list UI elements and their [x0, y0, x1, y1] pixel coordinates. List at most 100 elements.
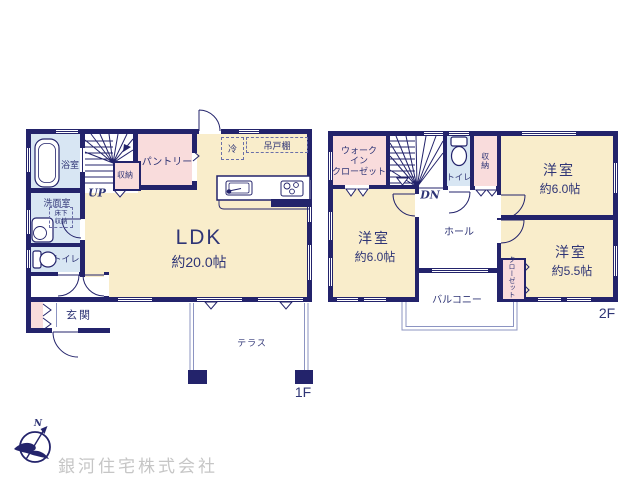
window: [522, 132, 576, 135]
wall: [31, 243, 85, 247]
window-sliding-door: [258, 298, 303, 301]
door-opening: [448, 186, 470, 190]
terrace-post: [188, 370, 207, 384]
window: [56, 130, 78, 133]
bedroom-se-size: 約5.5帖: [551, 264, 593, 279]
bedroom-se-label: 洋室: [555, 243, 587, 260]
dn-label: DN: [420, 188, 440, 202]
window: [424, 132, 443, 135]
fridge-box: 冷: [221, 137, 244, 160]
stairs-1f-arrow: [123, 144, 131, 152]
window: [567, 298, 591, 301]
toilet-2f-label: トイレ: [446, 172, 472, 183]
door-opening: [345, 185, 369, 189]
ldk-door-arc: [82, 274, 105, 297]
door-opening: [52, 328, 78, 333]
door-opening: [58, 272, 79, 276]
entrance-closet-chevrons: [42, 303, 52, 331]
window: [27, 148, 30, 172]
pantry-label: パントリー: [141, 157, 193, 169]
window: [329, 258, 332, 286]
room-ldk-strip: [138, 190, 197, 193]
door-opening: [497, 195, 501, 218]
wall: [138, 185, 197, 190]
balcony-label: バルコニー: [432, 295, 482, 307]
window: [329, 152, 332, 180]
stairs-1f-fan: [84, 133, 134, 164]
wall: [26, 297, 108, 302]
stairs-2f-fan: [389, 135, 444, 188]
bathroom-label: 浴室: [60, 159, 80, 170]
bedroom-ne-label: 洋室: [543, 161, 575, 178]
compass-n-label: N: [33, 418, 43, 429]
wall: [80, 129, 85, 277]
storage-2f-label: 収納: [480, 152, 490, 170]
door-opening: [475, 186, 496, 190]
wic-line3: クローゼット: [331, 166, 387, 177]
wall: [328, 185, 419, 189]
hall-window: [432, 269, 488, 272]
window: [614, 246, 617, 276]
window: [364, 298, 386, 301]
toilet-2f-door-arc: [448, 191, 471, 214]
door-opening: [497, 220, 501, 243]
wall: [497, 215, 613, 220]
room-ldk-right: [197, 134, 307, 297]
wall: [470, 131, 474, 190]
wall: [192, 131, 197, 153]
room-ldk-lower: [108, 277, 197, 297]
bath-door: [80, 148, 85, 172]
underfloor-storage-box: 床下 収納: [49, 207, 73, 228]
toilet-1f-door-arc: [57, 274, 80, 297]
stairs-2f-treads: [390, 140, 415, 184]
wall: [26, 129, 199, 134]
underfloor-storage-line2: 収納: [54, 217, 68, 225]
window: [27, 210, 30, 234]
wic-line1: ウォーク: [340, 145, 378, 156]
wall: [443, 131, 447, 190]
window: [27, 250, 30, 268]
window: [239, 130, 259, 133]
compass-bird: [14, 442, 49, 459]
wall: [133, 131, 138, 190]
toilet-1f-label: トイレ: [52, 253, 80, 264]
hanging-cabinet-label: 吊戸棚: [263, 140, 291, 151]
stairs-2f-triangle: [395, 177, 410, 186]
room-storage-2f: [474, 136, 497, 186]
stairs-1f-treads: [85, 140, 113, 184]
hanging-cabinet-box: 吊戸棚: [246, 137, 308, 153]
closet-2f-label: クローゼット: [508, 256, 516, 298]
bedroom-ne-size: 約6.0帖: [539, 182, 581, 197]
wic-line2: イン: [349, 155, 369, 166]
entrance-closet: [31, 302, 43, 328]
stairs-storage-box: [113, 161, 141, 191]
bedroom-w-size: 約6.0帖: [354, 250, 396, 265]
back-door-arc: [198, 109, 221, 132]
window: [308, 180, 311, 222]
wic-label: ウォーク イン クローゼット: [332, 145, 386, 176]
wall: [415, 189, 419, 302]
floor-1f-label: 1F: [294, 383, 312, 400]
compass-needle: [25, 430, 45, 459]
terrace-label: テラス: [237, 337, 267, 348]
entrance-label: 玄関: [66, 309, 92, 322]
window: [538, 298, 561, 301]
window: [118, 298, 152, 301]
underfloor-storage-line1: 床下: [54, 209, 68, 217]
company-name: 銀河住宅株式会社: [58, 457, 218, 476]
floor-2f-label: 2F: [598, 304, 616, 321]
door-opening: [80, 219, 85, 240]
fridge-label: 冷: [227, 144, 237, 154]
wall: [386, 131, 390, 189]
wall: [221, 129, 312, 134]
storage-2f-door-triangle: [474, 189, 488, 197]
room-ldk-main: [85, 193, 197, 277]
room-wic: [333, 136, 386, 185]
front-door-arc: [52, 331, 79, 358]
storage-2f-door-triangle: [485, 189, 499, 197]
window: [308, 245, 311, 280]
hall-label: ホール: [444, 227, 474, 239]
bedroom-w-label: 洋室: [358, 229, 390, 246]
window-sliding-door: [197, 298, 242, 301]
